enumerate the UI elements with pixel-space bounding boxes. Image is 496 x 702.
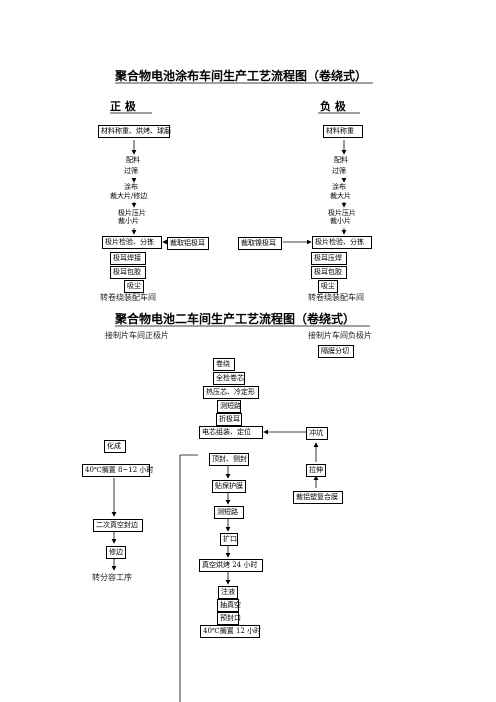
positive-electrode-label: 正 极 — [110, 100, 136, 113]
neg-to-assembly: 转卷绕装配车间 — [308, 293, 364, 302]
separator-cut-box: 隔膜分切 — [318, 345, 354, 358]
formation-box: 化成 — [104, 440, 126, 453]
receive-negative-label: 接制片车间负极片 — [308, 331, 372, 340]
neg-filter-label: 过筛 — [332, 167, 346, 175]
negative-electrode-label: 负 极 — [320, 100, 346, 113]
neg-cut-label: 裁大片 — [330, 192, 351, 200]
pos-dust-box: 吸尘 — [124, 280, 144, 293]
hot-press-box: 热压芯、冷定形 — [203, 386, 259, 399]
neg-tab-wrap-box: 极耳包胶 — [311, 266, 347, 279]
bake-box: 真空烘烤 24 小时 — [199, 559, 263, 572]
to-grading-label: 转分容工序 — [92, 573, 132, 582]
pos-to-assembly: 转卷绕装配车间 — [100, 293, 156, 302]
neg-split-label: 裁小片 — [330, 217, 351, 225]
neg-materials-box: 材料称重 — [323, 125, 363, 138]
neg-tab-weld-box: 极耳压焊 — [311, 252, 347, 265]
seal-box: 顶封、侧封 — [209, 453, 249, 466]
pos-materials-box: 材料称重、烘烤、球磨 — [98, 125, 171, 138]
inject-box: 注液 — [218, 586, 238, 599]
wind-box: 卷绕 — [213, 358, 235, 371]
assemble-box: 电芯组装、定位 — [199, 426, 263, 439]
rest-box: 40℃搁置 12 小时 — [200, 625, 261, 638]
tape-box: 贴保护膜 — [212, 480, 246, 493]
neg-dust-box: 吸尘 — [318, 280, 338, 293]
pos-mix-label: 配料 — [126, 156, 140, 164]
short-test-box: 测短路 — [214, 506, 244, 519]
film-cut-box: 裁铝塑复合膜 — [293, 491, 343, 504]
preseal-box: 预封口 — [217, 612, 241, 625]
page-title-coating: 聚合物电池涂布车间生产工艺流程图（卷绕式） — [115, 69, 368, 83]
pos-tab-weld-box: 极耳焊接 — [110, 252, 146, 265]
pos-inspect-box: 极片检验、分拣 — [102, 236, 162, 249]
pos-filter-label: 过筛 — [124, 167, 138, 175]
check-core-box: 全检卷芯 — [213, 372, 245, 385]
neg-press-label: 极片压片 — [328, 209, 356, 217]
neg-mix-label: 配料 — [334, 156, 348, 164]
neg-inspect-box: 极片检验、分拣 — [312, 236, 372, 249]
measure-short-box: 测短路 — [217, 400, 241, 413]
pos-al-tab-box: 裁取铝极耳 — [167, 237, 209, 250]
receive-positive-label: 接制片车间正极片 — [105, 331, 169, 340]
page-title-assembly: 聚合物电池二车间生产工艺流程图（卷绕式） — [115, 312, 356, 326]
vacuum-box: 抽真空 — [217, 599, 241, 612]
neg-coat-label: 涂布 — [332, 183, 346, 191]
stretch-box: 拉伸 — [306, 464, 326, 477]
pos-coat-label: 涂布 — [124, 183, 138, 191]
expand-box: 扩口 — [220, 533, 238, 546]
fold-tab-box: 折极耳 — [216, 413, 242, 426]
pos-dry-trim-label: 裁大片/修边 — [110, 192, 148, 200]
neg-ni-tab-box: 裁取镍极耳 — [238, 237, 282, 250]
left-rest-box: 40℃搁置 8~12 小时 — [82, 464, 153, 477]
trim-box: 修边 — [106, 546, 126, 559]
pos-press-label: 极片压片 — [118, 209, 146, 217]
pos-split-label: 裁小片 — [118, 217, 139, 225]
second-seal-box: 二次真空封边 — [93, 519, 143, 532]
punch-box: 冲坑 — [306, 427, 328, 440]
pos-tab-wrap-box: 极耳包胶 — [110, 266, 146, 279]
